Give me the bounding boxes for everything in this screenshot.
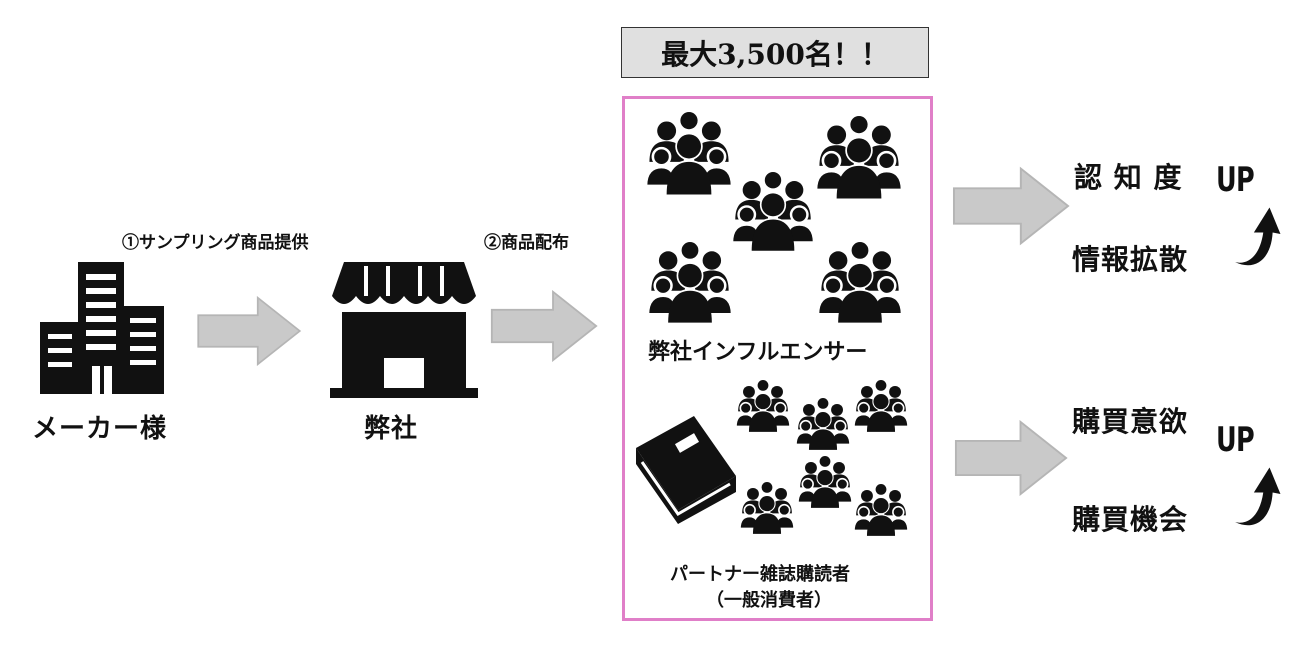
outcome-top-line2: 情報拡散 — [1072, 243, 1189, 276]
reach-count-box: 最大3,500名！！ — [621, 27, 929, 78]
office-building-icon — [38, 262, 166, 394]
arrow-right-3 — [952, 166, 1070, 246]
magazine-book-icon — [632, 414, 740, 524]
arrow-right-1 — [190, 296, 308, 366]
outcome-bottom-line2: 購買機会 — [1072, 503, 1189, 536]
reach-count-text: 最大3,500名！！ — [661, 37, 889, 71]
storefront-icon — [330, 262, 478, 398]
step1-label: ①サンプリング商品提供 — [122, 233, 309, 253]
outcome-bottom-up: UP — [1216, 420, 1255, 460]
outcome-top-up: UP — [1216, 160, 1255, 200]
people-group-icon — [854, 380, 908, 434]
readers-label-line2: （一般消費者） — [706, 590, 832, 611]
people-group-icon — [796, 398, 850, 452]
people-group-icon — [740, 482, 794, 536]
curved-up-arrow-icon — [1226, 184, 1288, 270]
curved-up-arrow-icon — [1226, 444, 1288, 530]
people-group-icon — [854, 484, 908, 538]
maker-label: メーカー様 — [32, 414, 168, 444]
outcome-top-line1: 認 知 度 — [1074, 161, 1183, 194]
people-group-icon — [816, 116, 902, 202]
readers-label-line1: パートナー雑誌購読者 — [670, 564, 850, 585]
arrow-right-2 — [482, 290, 606, 362]
people-group-icon — [648, 242, 732, 326]
people-group-icon — [732, 172, 814, 254]
step2-label: ②商品配布 — [484, 233, 569, 253]
arrow-right-4 — [952, 420, 1070, 496]
people-group-icon — [818, 242, 902, 326]
people-group-icon — [736, 380, 790, 434]
audience-box — [622, 96, 933, 621]
influencers-label: 弊社インフルエンサー — [648, 339, 868, 365]
company-label: 弊社 — [364, 414, 419, 444]
people-group-icon — [646, 112, 732, 198]
people-group-icon — [798, 456, 852, 510]
outcome-bottom-line1: 購買意欲 — [1072, 405, 1189, 438]
